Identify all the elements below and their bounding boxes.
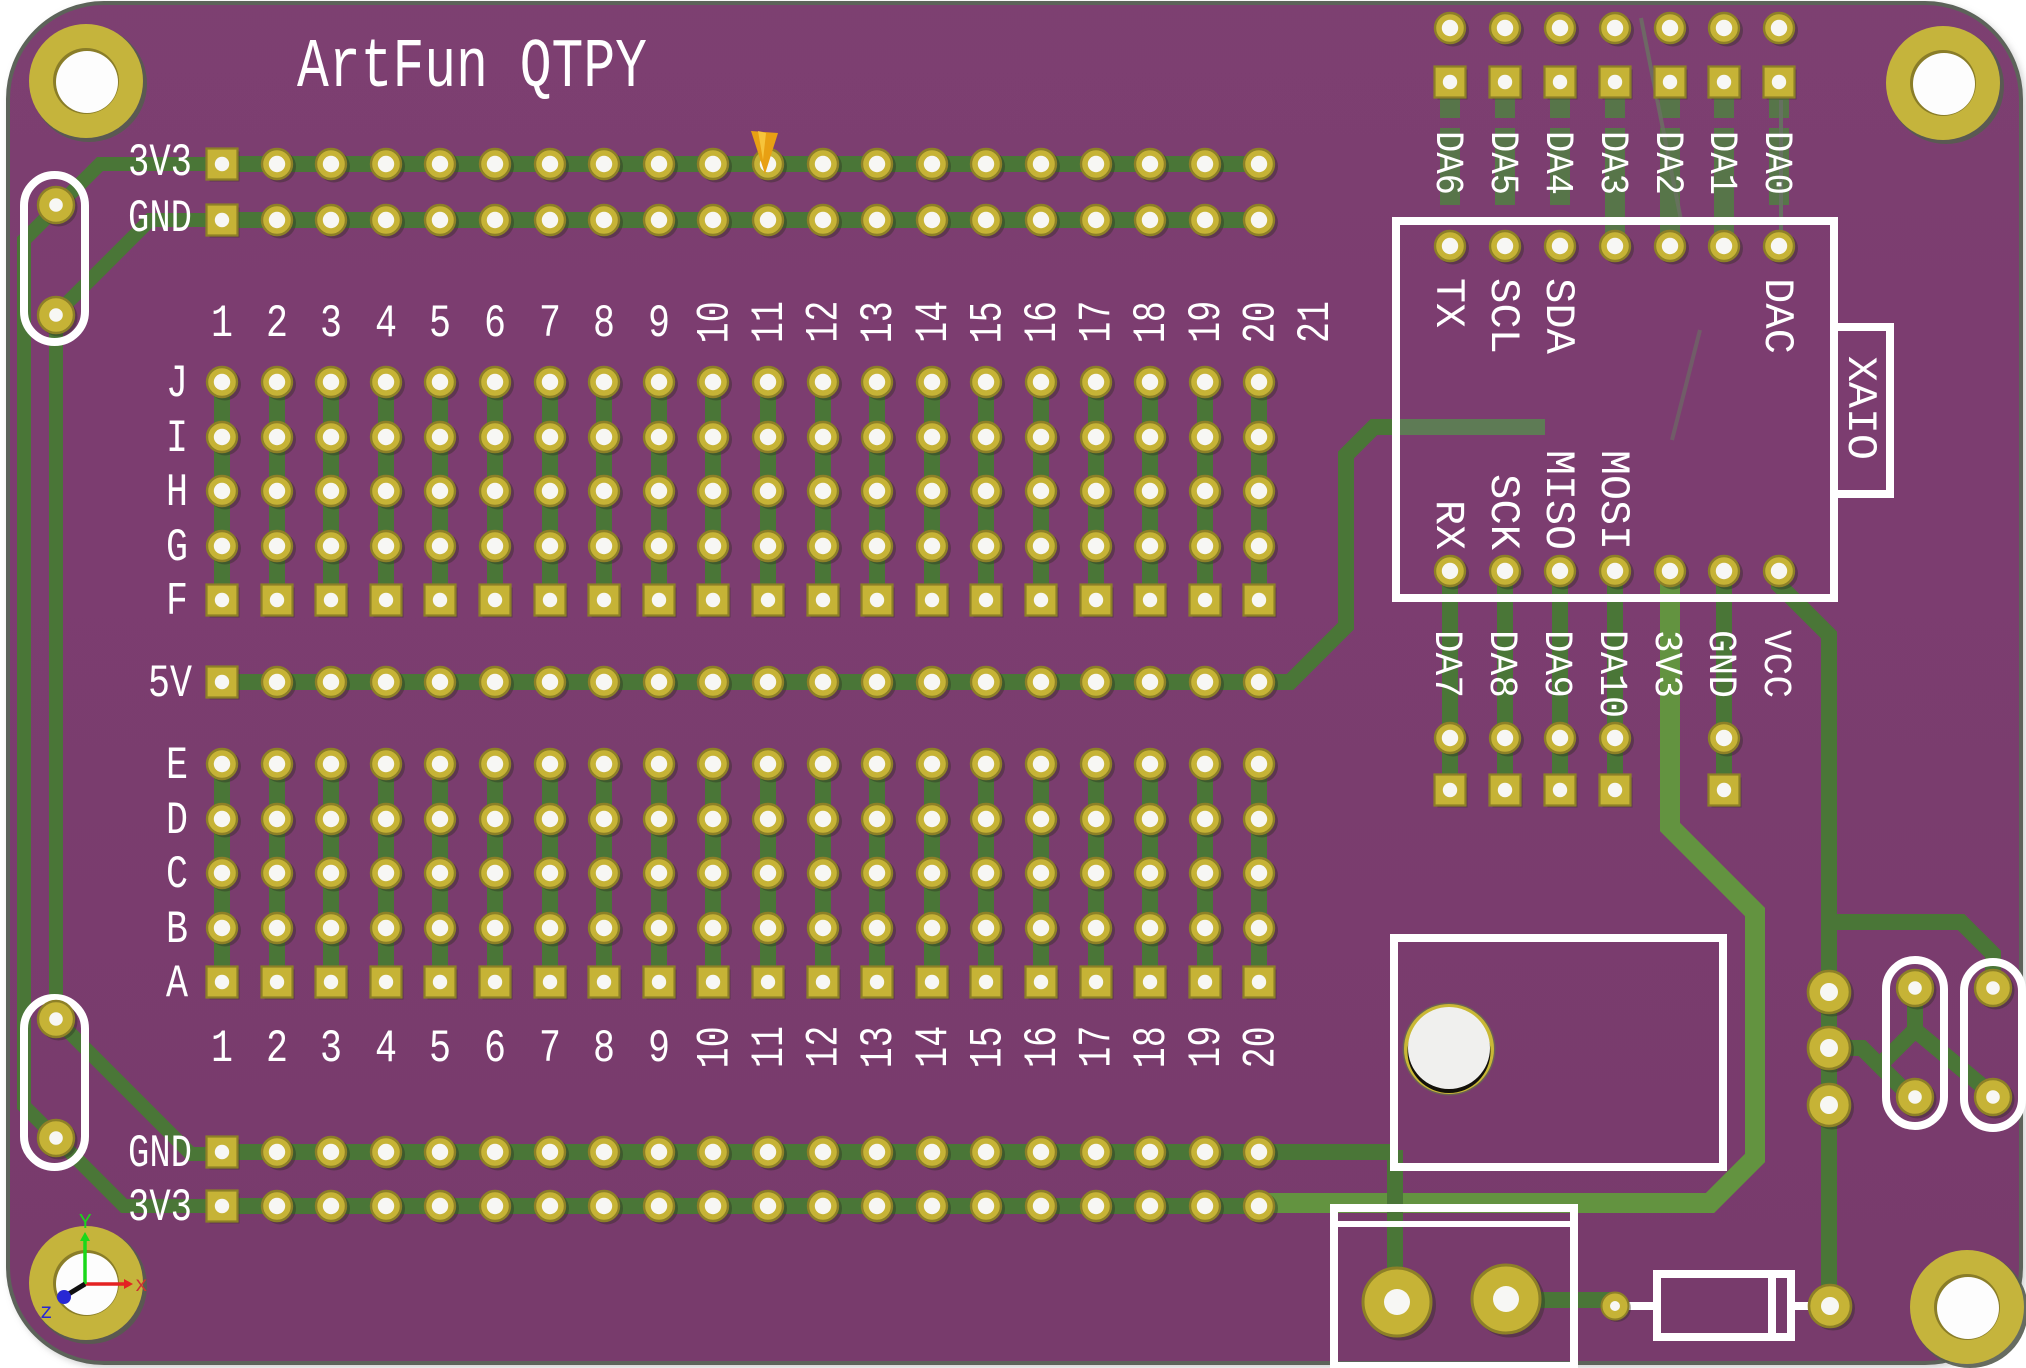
svg-text:I: I	[166, 413, 188, 465]
svg-text:DA1: DA1	[1698, 131, 1743, 195]
svg-text:SCK: SCK	[1479, 474, 1527, 551]
svg-text:8: 8	[593, 298, 615, 350]
svg-text:GND: GND	[128, 1128, 192, 1180]
svg-text:TX: TX	[1424, 278, 1472, 328]
svg-text:11: 11	[744, 1026, 796, 1068]
svg-text:15: 15	[962, 1026, 1014, 1068]
svg-text:ArtFun QTPY: ArtFun QTPY	[297, 29, 647, 108]
svg-text:z: z	[40, 1302, 53, 1325]
svg-text:10: 10	[689, 301, 741, 343]
svg-text:6: 6	[484, 298, 506, 350]
svg-text:DA7: DA7	[1423, 630, 1468, 698]
svg-text:8: 8	[593, 1023, 615, 1075]
svg-text:XAIO: XAIO	[1836, 356, 1884, 460]
svg-text:2: 2	[266, 298, 288, 350]
svg-text:1: 1	[211, 1023, 233, 1075]
svg-text:12: 12	[799, 1026, 851, 1068]
svg-text:E: E	[166, 740, 188, 792]
svg-text:B: B	[166, 904, 188, 956]
svg-text:F: F	[166, 576, 188, 628]
svg-text:MOSI: MOSI	[1589, 450, 1637, 550]
svg-text:5: 5	[429, 298, 451, 350]
svg-text:18: 18	[1126, 1026, 1178, 1068]
svg-text:3V3: 3V3	[1643, 630, 1688, 698]
svg-text:J: J	[166, 358, 188, 410]
svg-text:17: 17	[1072, 1026, 1124, 1068]
svg-text:6: 6	[484, 1023, 506, 1075]
svg-text:19: 19	[1181, 301, 1233, 343]
svg-text:DA9: DA9	[1533, 630, 1578, 698]
svg-text:GND: GND	[1697, 630, 1742, 698]
svg-text:4: 4	[375, 298, 397, 350]
svg-text:GND: GND	[128, 193, 192, 245]
svg-text:9: 9	[648, 298, 670, 350]
svg-text:20: 20	[1235, 301, 1287, 343]
svg-text:DA0: DA0	[1753, 131, 1798, 195]
svg-text:D: D	[166, 795, 188, 847]
svg-text:3V3: 3V3	[128, 1182, 192, 1234]
svg-text:19: 19	[1181, 1026, 1233, 1068]
svg-text:2: 2	[266, 1023, 288, 1075]
svg-text:3V3: 3V3	[128, 137, 192, 189]
svg-text:DA2: DA2	[1644, 131, 1689, 195]
svg-text:12: 12	[799, 301, 851, 343]
svg-text:DAC: DAC	[1753, 278, 1801, 354]
svg-text:13: 13	[853, 1026, 905, 1068]
svg-text:MISO: MISO	[1534, 450, 1582, 550]
svg-text:13: 13	[853, 301, 905, 343]
svg-text:SCL: SCL	[1479, 278, 1527, 354]
svg-text:16: 16	[1017, 1026, 1069, 1068]
svg-text:VCC: VCC	[1752, 630, 1797, 698]
svg-text:Y: Y	[79, 1212, 92, 1235]
svg-text:7: 7	[539, 298, 561, 350]
svg-text:x: x	[135, 1275, 148, 1298]
svg-text:DA3: DA3	[1589, 131, 1634, 195]
svg-text:16: 16	[1017, 301, 1069, 343]
svg-text:SDA: SDA	[1534, 278, 1582, 355]
svg-text:A: A	[166, 958, 188, 1010]
svg-text:DA6: DA6	[1424, 131, 1469, 195]
svg-text:G: G	[166, 522, 188, 574]
svg-text:9: 9	[648, 1023, 670, 1075]
svg-text:14: 14	[908, 1026, 960, 1068]
svg-text:7: 7	[539, 1023, 561, 1075]
svg-text:3: 3	[320, 1023, 342, 1075]
svg-text:21: 21	[1290, 301, 1342, 343]
svg-text:DA5: DA5	[1479, 131, 1524, 195]
svg-text:1: 1	[211, 298, 233, 350]
svg-text:14: 14	[908, 301, 960, 343]
svg-text:17: 17	[1072, 301, 1124, 343]
svg-text:5: 5	[429, 1023, 451, 1075]
svg-text:5V: 5V	[148, 658, 192, 710]
svg-text:18: 18	[1126, 301, 1178, 343]
svg-text:H: H	[166, 467, 188, 519]
svg-text:4: 4	[375, 1023, 397, 1075]
svg-text:DA8: DA8	[1478, 630, 1523, 698]
svg-text:20: 20	[1235, 1026, 1287, 1068]
svg-text:DA4: DA4	[1534, 131, 1579, 195]
svg-text:C: C	[166, 849, 188, 901]
svg-text:11: 11	[744, 301, 796, 343]
svg-text:15: 15	[962, 301, 1014, 343]
svg-text:10: 10	[689, 1026, 741, 1068]
svg-text:DA10: DA10	[1588, 630, 1633, 718]
svg-text:RX: RX	[1424, 500, 1472, 550]
svg-text:3: 3	[320, 298, 342, 350]
